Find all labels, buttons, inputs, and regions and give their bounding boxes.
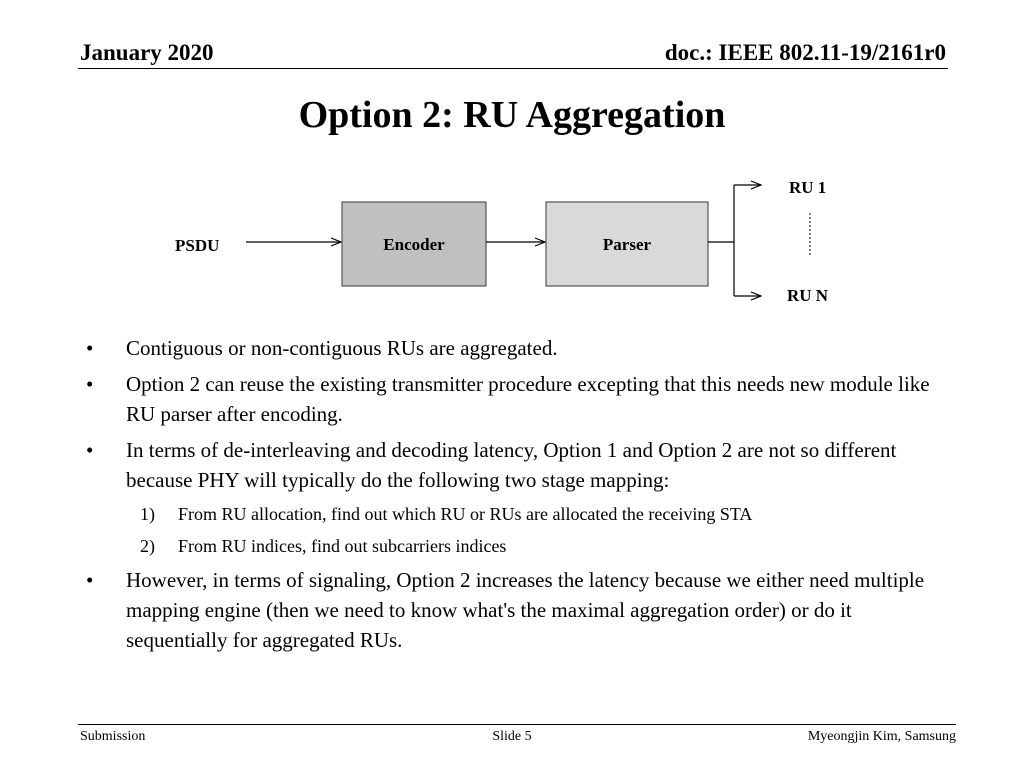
footer-author: Myeongjin Kim, Samsung <box>807 729 956 744</box>
encoder-block <box>341 201 487 287</box>
footer-divider <box>78 724 956 725</box>
bullet-item: • In terms of de-interleaving and decodi… <box>86 435 946 495</box>
ru1-label: RU 1 <box>789 178 826 197</box>
header-date: January 2020 <box>80 40 214 65</box>
bullet-marker: • <box>86 372 94 396</box>
footer-submission: Submission <box>80 729 146 744</box>
parser-block <box>545 201 709 287</box>
bullet-marker: • <box>86 438 94 462</box>
footer-slide-number: Slide 5 <box>492 729 532 744</box>
parser-label: Parser <box>603 235 652 254</box>
header-divider <box>78 68 948 69</box>
numbered-item: 1) From RU allocation, find out which RU… <box>86 501 946 527</box>
bullet-text: Contiguous or non-contiguous RUs are agg… <box>126 336 558 360</box>
numbered-marker: 2) <box>140 536 155 556</box>
numbered-text: From RU allocation, find out which RU or… <box>178 504 753 524</box>
encoder-label: Encoder <box>383 235 445 254</box>
psdu-label: PSDU <box>175 236 219 255</box>
bullet-marker: • <box>86 568 94 592</box>
slide-title: Option 2: RU Aggregation <box>298 94 726 136</box>
bullet-text: Option 2 can reuse the existing transmit… <box>126 372 930 426</box>
bullet-item: • Contiguous or non-contiguous RUs are a… <box>86 333 946 363</box>
header-doc-id: doc.: IEEE 802.11-19/2161r0 <box>664 40 946 65</box>
bullet-marker: • <box>86 336 94 360</box>
bullet-text: However, in terms of signaling, Option 2… <box>126 568 925 652</box>
numbered-text: From RU indices, find out subcarriers in… <box>178 536 507 556</box>
bullet-item: • However, in terms of signaling, Option… <box>86 565 946 655</box>
bullet-item: • Option 2 can reuse the existing transm… <box>86 369 946 429</box>
bullet-list: • Contiguous or non-contiguous RUs are a… <box>86 333 946 661</box>
numbered-marker: 1) <box>140 504 155 524</box>
block-diagram: PSDU Encoder Parser RU 1 RU N <box>175 178 829 305</box>
numbered-item: 2) From RU indices, find out subcarriers… <box>86 533 946 559</box>
run-label: RU N <box>787 286 829 305</box>
bullet-text: In terms of de-interleaving and decoding… <box>126 438 897 492</box>
